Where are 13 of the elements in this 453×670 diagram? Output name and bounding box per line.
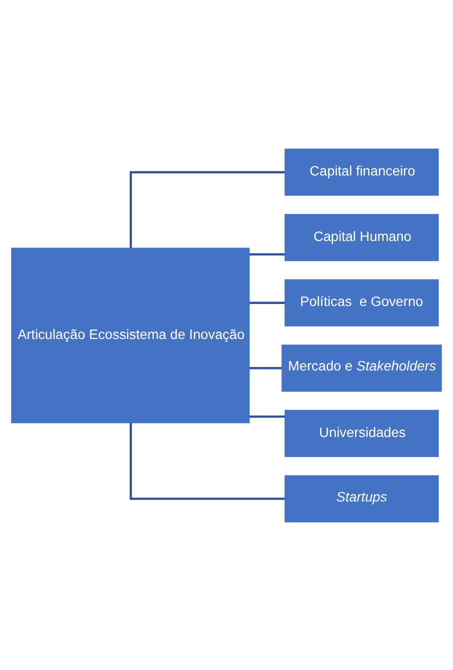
- connector: [130, 170, 285, 248]
- node-box: Startups: [284, 474, 439, 522]
- connector: [249, 366, 282, 369]
- node-box: Capital Humano: [284, 213, 439, 261]
- connector: [249, 414, 285, 418]
- connector: [130, 422, 285, 500]
- node-box: Universidades: [284, 409, 439, 457]
- connector: [249, 301, 285, 304]
- node-box: Políticas e Governo: [284, 278, 439, 326]
- node-box: Mercado e Stakeholders: [282, 344, 442, 392]
- connector: [249, 252, 285, 256]
- node-box: Capital financeiro: [284, 148, 439, 196]
- node-box: Articulação Ecossistema de Inovação: [11, 247, 250, 423]
